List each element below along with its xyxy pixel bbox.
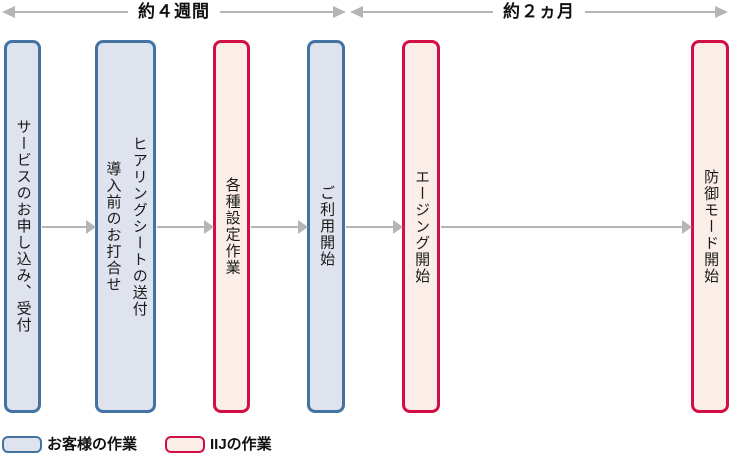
connector-line	[251, 226, 298, 228]
connector-arrow-4	[346, 220, 403, 234]
connector-arrow-3	[251, 220, 308, 234]
step-2-label: ヒアリングシートの送付 導入前のお打合せ	[104, 135, 148, 318]
step-4-service-start: ご利用開始	[307, 40, 345, 413]
step-6-label: 防御モード開始	[702, 168, 720, 285]
timeline-line	[220, 10, 333, 13]
connector-line	[346, 226, 393, 228]
legend-iij: IIJの作業	[165, 436, 272, 453]
timeline-line	[585, 10, 715, 13]
step-3-label: 各種設定作業	[223, 177, 241, 276]
step-6-defense-mode-start: 防御モード開始	[691, 40, 729, 413]
arrow-right-icon	[298, 220, 308, 234]
arrow-right-icon	[204, 220, 214, 234]
step-1-label: サービスのお申し込み、受付	[14, 119, 32, 334]
step-2-hearing-sheet-meeting: ヒアリングシートの送付 導入前のお打合せ	[95, 40, 156, 413]
timeline-phase-2: 約２ヵ月	[350, 3, 728, 20]
connector-line	[157, 226, 204, 228]
arrow-left-icon	[350, 5, 363, 18]
timeline-line	[363, 10, 493, 13]
legend-iij-label: IIJの作業	[210, 436, 272, 453]
connector-line	[441, 226, 682, 228]
arrow-right-icon	[393, 220, 403, 234]
timeline-line	[15, 10, 128, 13]
legend-iij-swatch	[165, 436, 205, 453]
legend-customer-swatch	[2, 436, 42, 453]
step-5-aging-start: エージング開始	[402, 40, 440, 413]
connector-line	[42, 226, 86, 228]
step-4-label: ご利用開始	[318, 185, 336, 268]
connector-arrow-2	[157, 220, 214, 234]
connector-arrow-1	[42, 220, 96, 234]
arrow-left-icon	[2, 5, 15, 18]
timeline-phase-1: 約４週間	[2, 3, 346, 20]
arrow-right-icon	[715, 5, 728, 18]
arrow-right-icon	[86, 220, 96, 234]
arrow-right-icon	[333, 5, 346, 18]
arrow-right-icon	[682, 220, 692, 234]
legend-customer-label: お客様の作業	[47, 436, 138, 453]
legend-customer: お客様の作業	[2, 436, 137, 453]
connector-arrow-5	[441, 220, 692, 234]
timeline-phase-2-label: 約２ヵ月	[503, 2, 575, 21]
timeline-phase-1-label: 約４週間	[138, 2, 210, 21]
step-3-configuration-work: 各種設定作業	[213, 40, 250, 413]
step-5-label: エージング開始	[413, 168, 431, 285]
step-1-service-application: サービスのお申し込み、受付	[4, 40, 41, 413]
